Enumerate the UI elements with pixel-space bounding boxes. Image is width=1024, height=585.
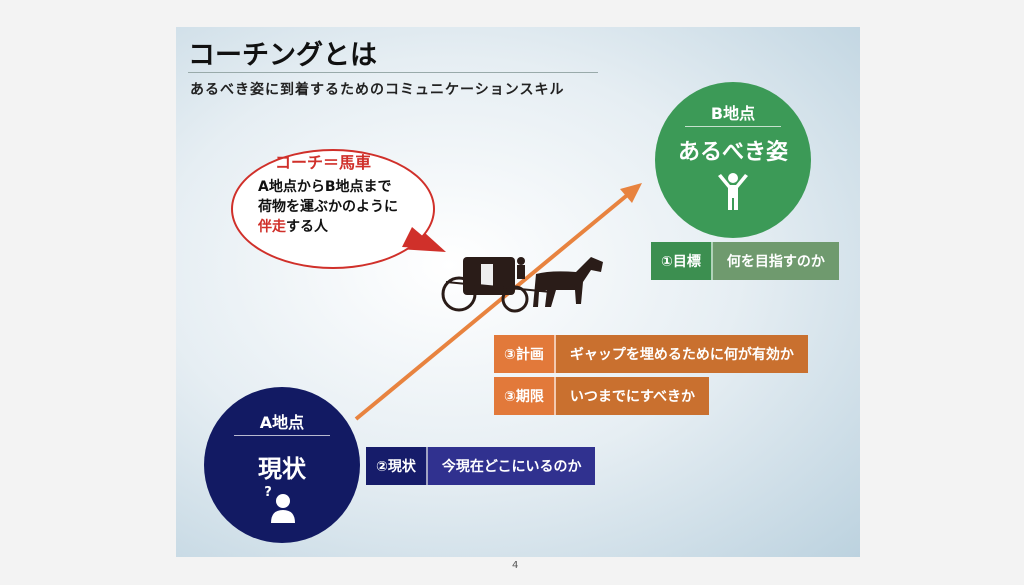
box-text: 今現在どこにいるのか <box>427 447 596 485</box>
carriage-icon <box>441 257 603 313</box>
deadline-box: ③期限 いつまでにすべきか <box>494 377 710 415</box>
point-b-label: B地点 <box>710 104 756 123</box>
divider <box>234 435 330 436</box>
point-a-text: 現状 <box>258 455 306 483</box>
question-mark: ? <box>264 485 272 500</box>
goal-box: ①目標 何を目指すのか <box>651 242 839 280</box>
point-b-circle: B地点 あるべき姿 <box>655 82 811 238</box>
box-text: 何を目指すのか <box>712 242 839 280</box>
speech-bubble <box>231 149 435 269</box>
bubble-highlight: 伴走 <box>258 219 286 235</box>
box-label: ①目標 <box>651 242 713 280</box>
bubble-line: 荷物を運ぶかのように <box>258 199 398 215</box>
bubble-line: A地点からB地点まで <box>258 179 392 195</box>
title-divider <box>188 72 598 73</box>
bubble-title: コーチ＝馬車 <box>275 153 372 172</box>
box-label: ③期限 <box>494 377 556 415</box>
slide-title: コーチングとは <box>188 40 377 71</box>
point-a-circle: A地点 現状 ? <box>204 387 360 543</box>
page-number: 4 <box>512 560 519 571</box>
bubble-tail-fill <box>402 227 438 249</box>
slide: コーチングとは あるべき姿に到着するためのコミュニケーションスキル コーチ＝馬車… <box>176 27 860 557</box>
box-label: ②現状 <box>366 447 428 485</box>
box-label: ③計画 <box>494 335 556 373</box>
person-icon <box>271 494 295 523</box>
slide-subtitle: あるべき姿に到着するためのコミュニケーションスキル <box>190 82 565 98</box>
bubble-text: A地点からB地点まで 荷物を運ぶかのように 伴走する人 <box>258 177 398 237</box>
divider <box>685 126 781 127</box>
bubble-line: する人 <box>286 219 328 235</box>
point-b-text: あるべき姿 <box>677 140 788 165</box>
person-cheering-icon <box>718 173 748 210</box>
current-state-box: ②現状 今現在どこにいるのか <box>366 447 596 485</box>
point-a-label: A地点 <box>259 413 305 432</box>
plan-box: ③計画 ギャップを埋めるために何が有効か <box>494 335 808 373</box>
box-text: ギャップを埋めるために何が有効か <box>555 335 808 373</box>
box-text: いつまでにすべきか <box>555 377 710 415</box>
